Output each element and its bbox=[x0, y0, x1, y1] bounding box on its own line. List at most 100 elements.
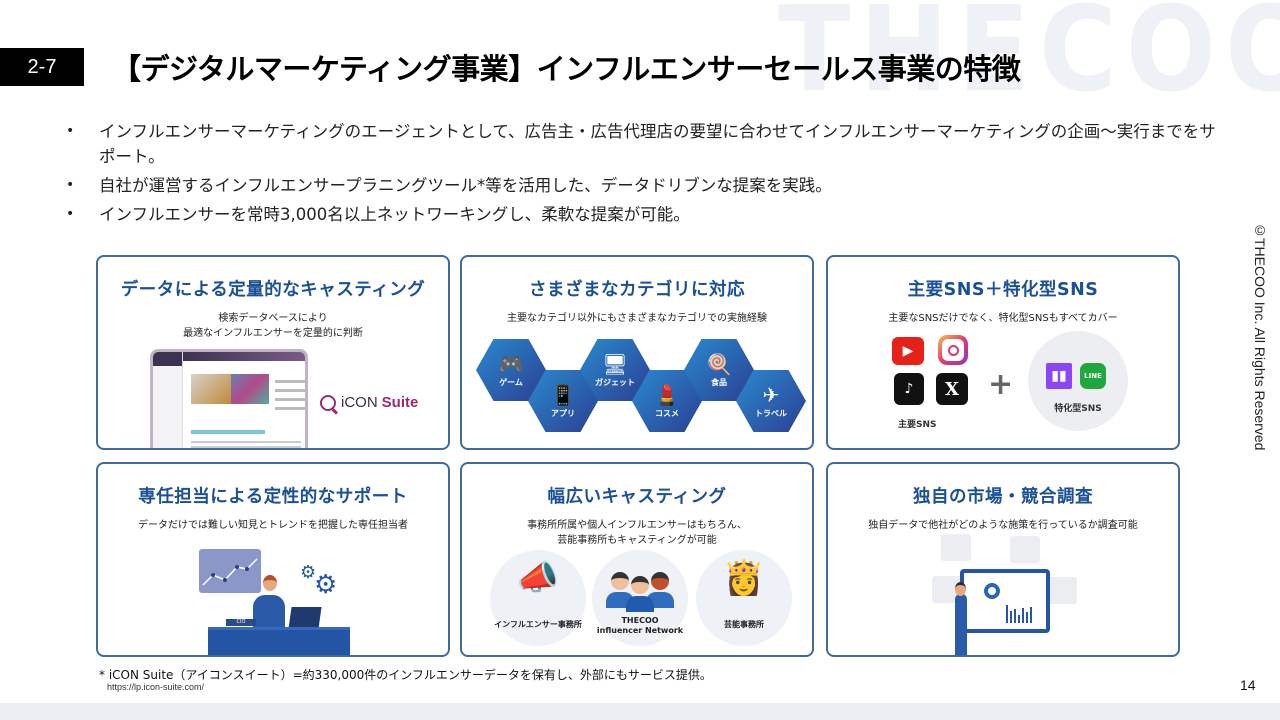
group-label-line: THECOO bbox=[621, 616, 659, 625]
feature-card-wide-casting: 幅広いキャスティング 事務所所属や個人インフルエンサーはもちろん、 芸能事務所も… bbox=[460, 462, 814, 657]
placeholder-box bbox=[941, 534, 971, 561]
card-subtitle: 主要なSNSだけでなく、特化型SNSもすべてカバー bbox=[828, 311, 1178, 326]
laptop-illustration bbox=[288, 607, 322, 629]
bullet-marker: • bbox=[66, 177, 75, 193]
group-label-line: influencer Network bbox=[596, 626, 684, 635]
bullet-marker: • bbox=[66, 123, 75, 139]
placeholder-box bbox=[1047, 577, 1077, 604]
gear-icon: ⚙ bbox=[300, 562, 317, 583]
influencer-photo bbox=[231, 374, 269, 404]
thecoo-network-circle: THECOO influencer Network bbox=[592, 550, 688, 646]
influencer-agency-circle: 📣 インフルエンサー事務所 bbox=[490, 550, 586, 646]
category-label: 食品 bbox=[711, 377, 727, 387]
card-title: 専任担当による定性的なサポート bbox=[138, 487, 408, 507]
megaphone-woman-icon: 📣 bbox=[516, 558, 560, 598]
category-hex-food: 🍭 食品 bbox=[684, 339, 754, 401]
twitch-icon: ▮▮ bbox=[1046, 363, 1072, 389]
desk-illustration bbox=[208, 627, 350, 655]
airplane-icon: ✈ bbox=[762, 382, 780, 407]
bullet-text: インフルエンサーを常時3,000名以上ネットワーキングし、柔軟な提案が可能。 bbox=[99, 205, 690, 224]
footnote: * iCON Suite（アイコンスイート）=約330,000件のインフルエンサ… bbox=[99, 668, 712, 682]
desk-nameplate: CIO bbox=[226, 619, 256, 626]
feature-card-categories: さまざまなカテゴリに対応 主要なカテゴリ以外にもさまざまなカテゴリでの実施経験 … bbox=[460, 255, 814, 450]
icon-suite-logo-mark bbox=[320, 394, 336, 411]
gamepad-icon: 🎮 bbox=[498, 351, 524, 376]
subtitle-line: 最適なインフルエンサーを定量的に判断 bbox=[183, 328, 363, 339]
page-title: 【デジタルマーケティング事業】インフルエンサーセールス事業の特徴 bbox=[112, 52, 1021, 86]
main-sns-label: 主要SNS bbox=[898, 420, 937, 430]
section-number-badge: 2-7 bbox=[0, 48, 84, 86]
data-rows bbox=[191, 438, 301, 448]
app-header-bar bbox=[183, 352, 305, 361]
card-title: 主要SNS＋特化型SNS bbox=[907, 280, 1099, 300]
card-subtitle: 主要なカテゴリ以外にもさまざまなカテゴリでの実施経験 bbox=[462, 311, 812, 326]
lollipop-icon: 🍭 bbox=[706, 351, 732, 376]
feature-card-sns: 主要SNS＋特化型SNS 主要なSNSだけでなく、特化型SNSもすべてカバー ▶… bbox=[826, 255, 1180, 450]
feature-card-data-casting: データによる定量的なキャスティング 検索データベースにより 最適なインフルエンサ… bbox=[96, 255, 450, 450]
subtitle-line: 独自データで他社がどのような施策を行っているか調査可能 bbox=[868, 520, 1138, 531]
footnote-url-link[interactable]: https://lp.icon-suite.com/ bbox=[107, 682, 205, 692]
logo-text: iCON bbox=[341, 394, 378, 411]
stats-panel bbox=[273, 374, 305, 422]
category-label: ガジェット bbox=[595, 377, 635, 387]
group-label: THECOO influencer Network bbox=[582, 616, 698, 636]
app-sidebar bbox=[153, 352, 183, 448]
group-label: インフルエンサー事務所 bbox=[480, 620, 596, 630]
thecoo-watermark: THECOO bbox=[778, 0, 1280, 118]
analytics-monitor bbox=[960, 569, 1050, 633]
person-body bbox=[253, 595, 285, 627]
placeholder-box bbox=[1010, 536, 1040, 563]
gear-icon: ⚙ bbox=[314, 570, 338, 600]
bullet-text: 自社が運営するインフルエンサープラニングツール*等を活用した、データドリブンな提… bbox=[99, 176, 832, 195]
subtitle-line: 主要なカテゴリ以外にもさまざまなカテゴリでの実施経験 bbox=[507, 313, 767, 324]
bullet-item: • 自社が運営するインフルエンサープラニングツール*等を活用した、データドリブン… bbox=[66, 173, 1216, 198]
plus-icon: + bbox=[988, 367, 1014, 402]
card-title: さまざまなカテゴリに対応 bbox=[529, 280, 745, 300]
feature-card-market-research: 独自の市場・競合調査 独自データで他社がどのような施策を行っているか調査可能 bbox=[826, 462, 1180, 657]
computer-icon: 🖥 bbox=[602, 351, 628, 376]
person-head bbox=[263, 575, 277, 591]
special-sns-circle bbox=[1028, 331, 1128, 431]
category-label: アプリ bbox=[551, 408, 575, 418]
influencer-photo bbox=[191, 374, 231, 404]
bullet-item: • インフルエンサーマーケティングのエージェントとして、広告主・広告代理店の要望… bbox=[66, 119, 1216, 169]
logo-suffix: Suite bbox=[381, 394, 419, 411]
category-label: ゲーム bbox=[499, 377, 523, 387]
icon-suite-logo: iCON Suite bbox=[320, 394, 418, 411]
icon-suite-screenshot bbox=[150, 349, 308, 448]
category-hex-travel: ✈ トラベル bbox=[736, 370, 806, 432]
talent-agency-circle: 👸 芸能事務所 bbox=[696, 550, 792, 646]
analyst-person bbox=[955, 582, 967, 655]
feature-card-dedicated-support: 専任担当による定性的なサポート データだけでは難しい知見とトレンドを把握した専任… bbox=[96, 462, 450, 657]
youtube-icon: ▶ bbox=[892, 337, 924, 365]
tiktok-icon: ♪ bbox=[894, 373, 924, 405]
card-title: データによる定量的なキャスティング bbox=[120, 280, 426, 300]
subtitle-line: 主要なSNSだけでなく、特化型SNSもすべてカバー bbox=[888, 313, 1118, 324]
card-subtitle: 独自データで他社がどのような施策を行っているか調査可能 bbox=[828, 518, 1178, 533]
footer-band bbox=[0, 703, 1280, 720]
bullet-list: • インフルエンサーマーケティングのエージェントとして、広告主・広告代理店の要望… bbox=[66, 119, 1216, 231]
category-label: コスメ bbox=[655, 408, 679, 418]
smartphone-icon: 📱 bbox=[550, 382, 576, 407]
bullet-marker: • bbox=[66, 206, 75, 222]
bullet-item: • インフルエンサーを常時3,000名以上ネットワーキングし、柔軟な提案が可能。 bbox=[66, 202, 1216, 227]
people-group-icon bbox=[606, 570, 674, 612]
card-subtitle: 検索データベースにより 最適なインフルエンサーを定量的に判断 bbox=[98, 311, 448, 341]
progress-strip bbox=[191, 430, 265, 434]
subtitle-line: 検索データベースにより bbox=[218, 313, 328, 324]
lipstick-icon: 💄 bbox=[654, 382, 680, 407]
copyright-notice: ©THECOO Inc. All Rights Reserved bbox=[1252, 222, 1268, 451]
subtitle-line: 事務所所属や個人インフルエンサーはもちろん、 bbox=[527, 520, 747, 531]
card-title: 幅広いキャスティング bbox=[547, 487, 727, 507]
group-label-line: インフルエンサー事務所 bbox=[494, 620, 582, 629]
subtitle-line: 芸能事務所もキャスティングが可能 bbox=[557, 535, 717, 546]
instagram-icon bbox=[938, 335, 968, 365]
x-icon: X bbox=[936, 373, 968, 405]
bar-chart-icon bbox=[1006, 599, 1032, 623]
subtitle-line: データだけでは難しい知見とトレンドを把握した専任担当者 bbox=[138, 520, 408, 531]
page-number: 14 bbox=[1240, 677, 1256, 693]
group-label-line: 芸能事務所 bbox=[724, 620, 764, 629]
group-label: 芸能事務所 bbox=[686, 620, 802, 630]
line-icon: LINE bbox=[1080, 363, 1106, 389]
card-subtitle: 事務所所属や個人インフルエンサーはもちろん、 芸能事務所もキャスティングが可能 bbox=[462, 518, 812, 548]
